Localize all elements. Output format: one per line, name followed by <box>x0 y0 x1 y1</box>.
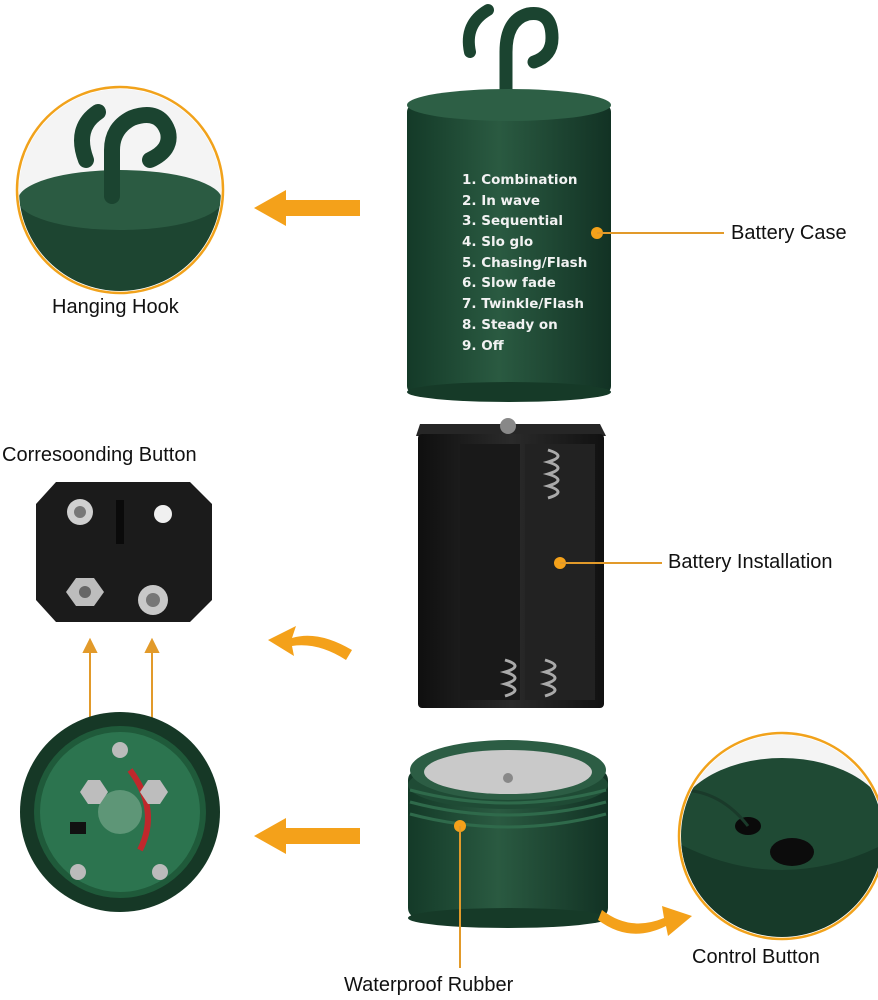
hanging-hook-label: Hanging Hook <box>52 296 179 318</box>
control-button-label: Control Button <box>692 946 820 968</box>
mode-item: 9. Off <box>462 337 504 354</box>
mode-item: 4. Slo glo <box>462 234 534 251</box>
mode-item: 8. Steady on <box>462 316 558 333</box>
battery-case <box>407 4 724 402</box>
arrow-left-icon <box>254 190 360 226</box>
curved-arrow-icon <box>268 626 352 660</box>
arrow-left-icon <box>254 818 360 854</box>
corresponding-button-label: Corresoonding Button <box>2 444 197 466</box>
mode-item: 2. In wave <box>462 192 541 209</box>
mode-item: 5. Chasing/Flash <box>462 254 588 271</box>
mode-list: 1. Combination 2. In wave 3. Sequential … <box>462 170 587 356</box>
corresponding-button-inset <box>36 482 212 622</box>
pcb-inset <box>20 712 220 912</box>
mode-item: 7. Twinkle/Flash <box>462 296 584 313</box>
mode-item: 3. Sequential <box>462 213 563 230</box>
waterproof-rubber-label: Waterproof Rubber <box>344 974 514 996</box>
bottom-cap <box>408 740 608 968</box>
hanging-hook-inset <box>15 85 225 295</box>
battery-case-label: Battery Case <box>731 222 847 244</box>
battery-holder <box>416 418 662 708</box>
curved-arrow-icon <box>598 906 692 936</box>
mode-item: 6. Slow fade <box>462 275 556 292</box>
control-button-inset <box>677 731 878 941</box>
battery-installation-label: Battery Installation <box>668 551 833 573</box>
mode-item: 1. Combination <box>462 172 578 188</box>
